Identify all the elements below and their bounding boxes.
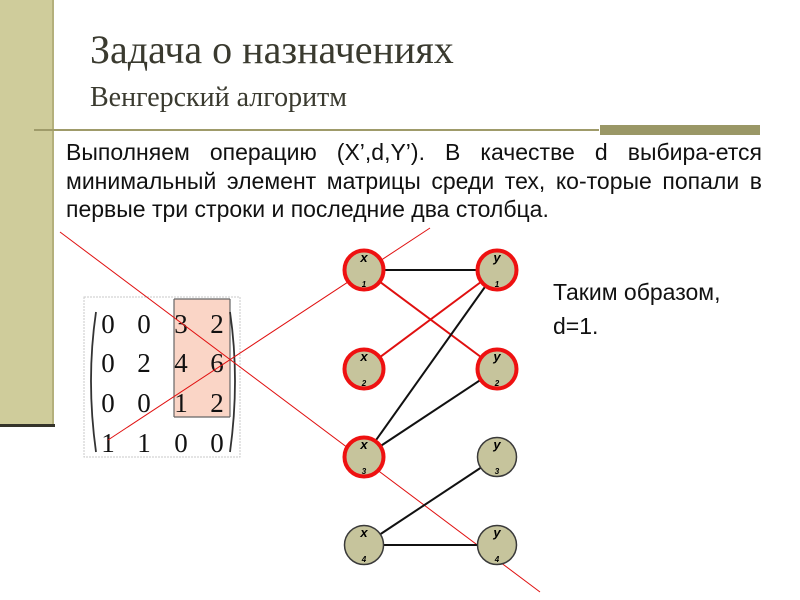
- node-circle: [475, 347, 519, 391]
- edge-x3-y1: [363, 269, 498, 458]
- edge-x2-y1: [363, 269, 498, 370]
- edge-x4-y3: [363, 456, 498, 546]
- matrix-cell: 0: [137, 388, 151, 418]
- node-subscript: 2: [494, 379, 500, 388]
- node-label: y: [492, 250, 501, 265]
- node-subscript: 1: [495, 280, 500, 289]
- node-x2: x2: [342, 347, 386, 391]
- matrix-frame: [83, 296, 241, 458]
- body-paragraph: Выполняем операцию (X’,d,Y’). В качестве…: [66, 139, 762, 222]
- node-y1: y1: [475, 248, 519, 292]
- node-y4: y4: [476, 524, 518, 566]
- edge-x3-y2: [363, 368, 498, 458]
- left-decor-bar: [0, 0, 54, 426]
- slide-title: Задача о назначениях: [90, 27, 454, 72]
- node-x4: x4: [343, 524, 385, 566]
- node-circle: [342, 347, 386, 391]
- node-subscript: 2: [361, 379, 367, 388]
- matrix-cell: 2: [210, 388, 224, 418]
- matrix-cell: 0: [101, 388, 115, 418]
- title-rule-accent: [600, 125, 760, 135]
- node-subscript: 3: [495, 467, 500, 476]
- matrix-cell: 2: [210, 309, 224, 339]
- matrix-cell: 0: [174, 428, 188, 458]
- matrix-cell: 3: [174, 309, 188, 339]
- node-circle: [475, 248, 519, 292]
- matrix-cell: 1: [101, 428, 115, 458]
- node-circle: [476, 436, 518, 478]
- node-label: y: [492, 349, 501, 364]
- conclusion-line-2: d=1.: [553, 313, 599, 339]
- matrix-cell: 0: [210, 428, 224, 458]
- matrix-cell: 2: [137, 348, 151, 378]
- node-circle: [342, 435, 386, 479]
- title-rule: [34, 129, 599, 131]
- matrix-cell: 6: [210, 348, 224, 378]
- matrix-cell: 0: [101, 309, 115, 339]
- node-y2: y2: [475, 347, 519, 391]
- node-subscript: 4: [494, 555, 500, 564]
- conclusion-line-1: Таким образом,: [553, 279, 721, 305]
- node-subscript: 3: [362, 467, 367, 476]
- node-label: x: [359, 525, 368, 540]
- node-label: x: [359, 250, 368, 265]
- node-circle: [342, 248, 386, 292]
- node-label: y: [492, 437, 501, 452]
- node-subscript: 4: [361, 555, 367, 564]
- matrix-cell: 1: [137, 428, 151, 458]
- left-decor-line: [0, 424, 55, 427]
- node-label: y: [492, 525, 501, 540]
- matrix-cell: 4: [174, 348, 188, 378]
- slide-subtitle: Венгерский алгоритм: [90, 82, 348, 113]
- node-x1: x1: [342, 248, 386, 292]
- node-y3: y3: [476, 436, 518, 478]
- node-label: x: [359, 349, 368, 364]
- node-circle: [476, 524, 518, 566]
- matrix-cell: 1: [174, 388, 188, 418]
- node-subscript: 1: [362, 280, 367, 289]
- matrix-cell: 0: [137, 309, 151, 339]
- conclusion-note: Таким образом, d=1.: [553, 275, 721, 343]
- matrix-left-bracket: [90, 311, 97, 453]
- matrix-right-bracket: [229, 311, 236, 453]
- node-x3: x3: [342, 435, 386, 479]
- matrix-highlight: [174, 299, 230, 417]
- cross-line-1: [59, 231, 541, 593]
- node-circle: [343, 524, 385, 566]
- matrix-cell: 0: [101, 348, 115, 378]
- node-label: x: [359, 437, 368, 452]
